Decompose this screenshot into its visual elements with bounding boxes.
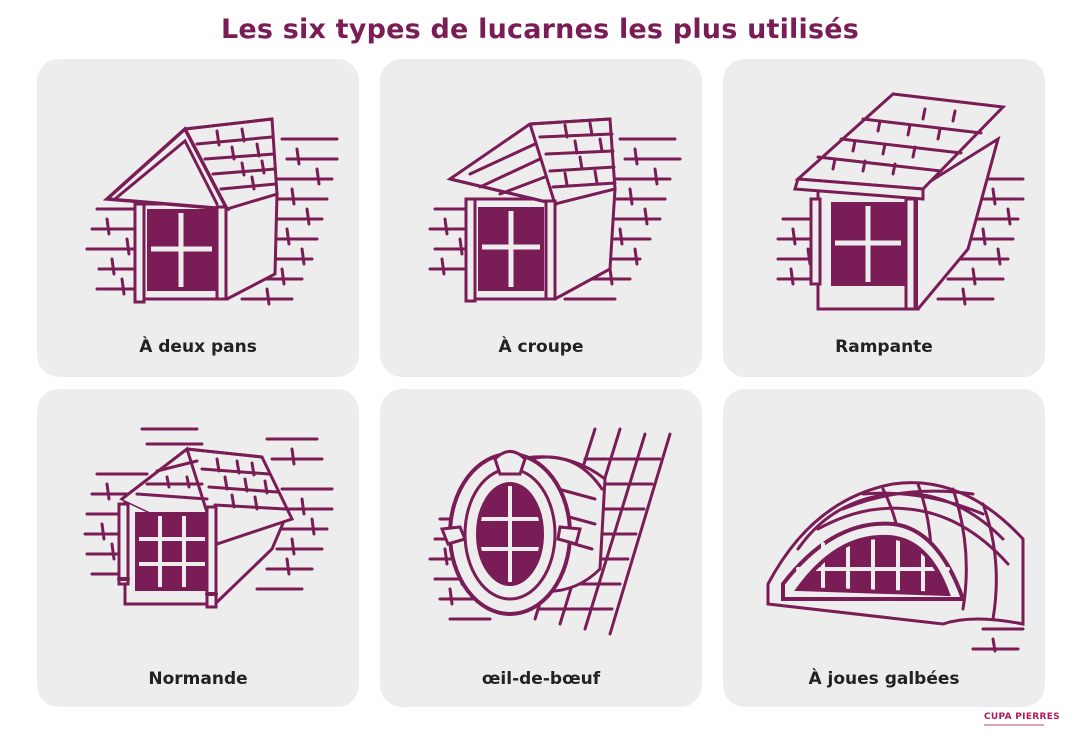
card-label: œil-de-bœuf	[481, 669, 601, 689]
card-label: Normande	[148, 669, 248, 689]
card-curved-dormer: À joues galbées	[723, 389, 1045, 707]
oeil-de-boeuf-dormer-icon	[428, 427, 672, 636]
gable-dormer-icon	[85, 117, 339, 306]
card-hipped-dormer: À croupe	[380, 59, 702, 377]
curved-eyebrow-dormer-icon	[766, 481, 1025, 653]
card-shed-dormer: Rampante	[723, 59, 1045, 377]
page-title: Les six types de lucarnes les plus utili…	[220, 14, 860, 45]
card-gable-dormer: À deux pans	[37, 59, 359, 377]
card-oeil-de-boeuf-dormer: œil-de-bœuf	[380, 389, 702, 707]
card-label: À croupe	[498, 337, 584, 357]
card-label: Rampante	[835, 337, 933, 357]
logo-underline	[984, 724, 1044, 726]
card-label: À deux pans	[139, 337, 257, 357]
shed-dormer-icon	[776, 92, 1025, 311]
card-normandy-dormer: Normande	[37, 389, 359, 707]
hipped-dormer-icon	[428, 117, 682, 303]
normandy-dormer-icon	[83, 427, 334, 609]
brand-logo: CUPA PIERRES	[984, 712, 1060, 722]
card-label: À joues galbées	[808, 669, 960, 689]
